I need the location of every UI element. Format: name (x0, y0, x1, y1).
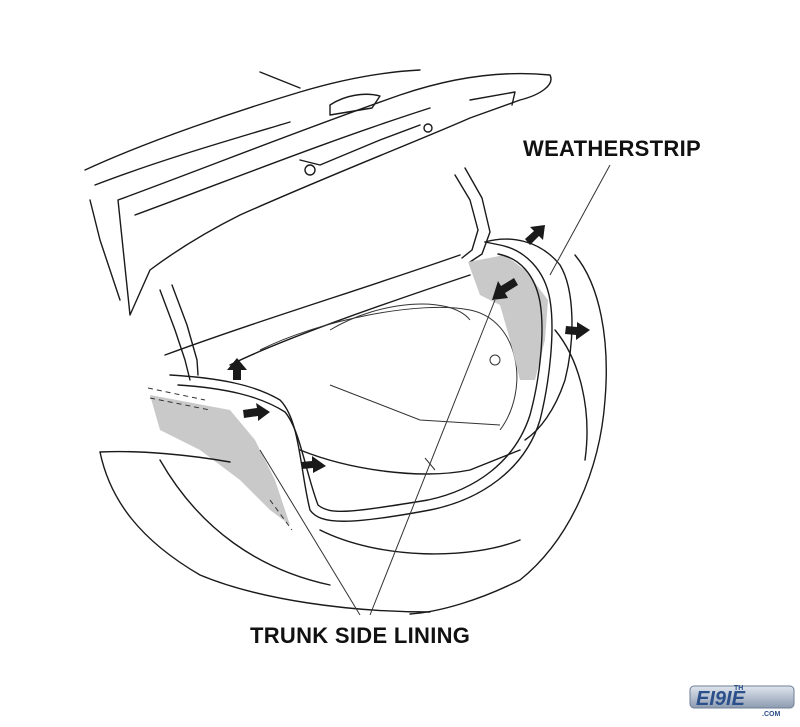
arrow-right-right (565, 322, 590, 340)
arrow-up-left (227, 358, 247, 380)
trunk-interior (164, 254, 539, 475)
car-rear-body (99, 254, 607, 615)
logo-suffix: .COM (762, 711, 780, 718)
lining-dashed-edges (147, 387, 293, 531)
car-roof (84, 69, 421, 301)
weatherstrip-label: WEATHERSTRIP (523, 136, 701, 161)
logo-th: TH (734, 685, 743, 692)
direction-arrows (227, 225, 590, 473)
callout-lines (259, 164, 611, 616)
weatherstrip (169, 238, 573, 522)
trunk-hinges (159, 167, 491, 381)
trunk-lining-leader-left (259, 449, 361, 616)
trunk-side-lining-right (468, 255, 548, 380)
logo-text: EI9IE (696, 688, 746, 710)
trunk-lining-leader-right (369, 299, 496, 616)
arrow-up-right (525, 225, 545, 245)
arrow-right-lower (301, 456, 326, 473)
trunk-lid (117, 72, 552, 316)
arrow-right-left (243, 403, 270, 421)
trunk-side-lining-label: TRUNK SIDE LINING (250, 623, 471, 648)
site-logo: EI9IE TH .COM (689, 685, 795, 718)
weatherstrip-leader (549, 164, 611, 276)
arrow-down-left-right (492, 278, 518, 300)
